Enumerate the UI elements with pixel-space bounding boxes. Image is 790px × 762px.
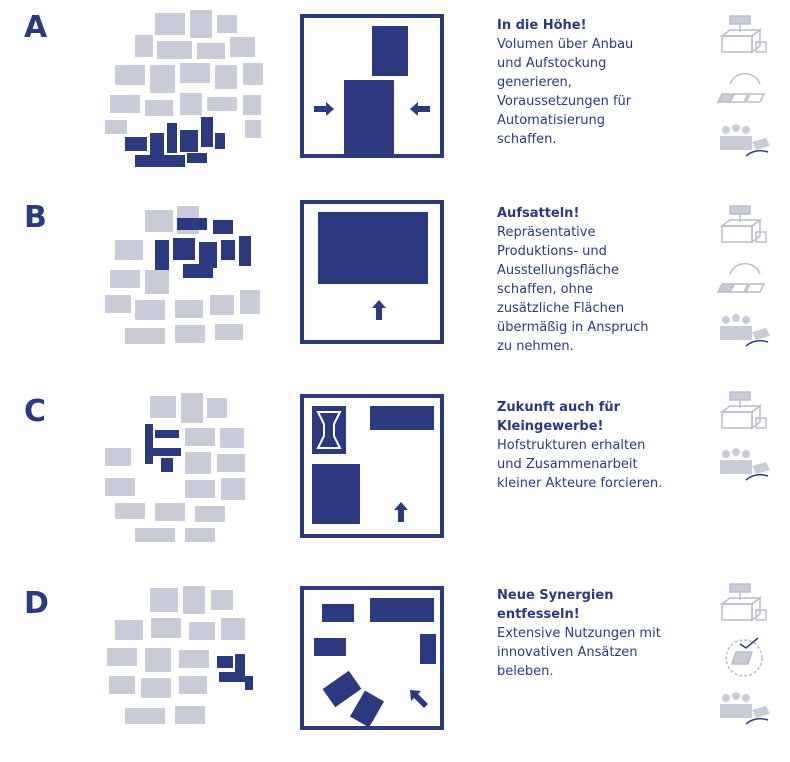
scenario-text: Aufsatteln! Repräsentative Produktions- …: [497, 204, 697, 356]
scenario-row-c: C Zukunf: [0, 380, 790, 570]
scenario-text: In die Höhe! Volumen über Anbau und Aufs…: [497, 16, 697, 149]
row-letter: B: [24, 200, 47, 235]
scenario-heading: Zukunft auch für Kleingewerbe!: [497, 400, 621, 434]
stack-building-icon: [719, 583, 767, 622]
scenario-text: Neue Synergien entfesseln! Extensive Nut…: [497, 586, 697, 681]
stack-building-icon: [719, 15, 767, 54]
saddle-diagram: [300, 200, 444, 344]
scenario-heading: Aufsatteln!: [497, 206, 580, 221]
transfer-area-icon: [716, 262, 766, 293]
site-map: [105, 10, 263, 167]
scenario-body: Hofstrukturen erhalten und Zusammenarbei…: [497, 438, 663, 491]
icon-column: [716, 390, 776, 494]
scenario-heading: In die Höhe!: [497, 18, 587, 33]
people-handover-icon: [720, 692, 770, 725]
scenario-row-d: D Ne: [0, 572, 790, 762]
stack-building-icon: [719, 391, 767, 430]
icon-column: [716, 582, 776, 738]
scenario-row-a: A I: [0, 0, 790, 190]
icon-column: [716, 14, 776, 170]
circular-area-icon: [725, 637, 763, 677]
volume-diagram: [300, 14, 444, 158]
people-handover-icon: [720, 314, 770, 347]
site-map: [105, 393, 245, 542]
synergy-diagram: [300, 586, 444, 730]
row-letter: C: [24, 394, 47, 429]
transfer-area-icon: [716, 72, 766, 103]
icon-column: [716, 204, 776, 360]
site-map: [107, 586, 253, 724]
courtyard-diagram: [300, 394, 444, 538]
people-handover-icon: [720, 448, 770, 481]
row-letter: D: [24, 586, 49, 621]
scenario-text: Zukunft auch für Kleingewerbe! Hofstrukt…: [497, 398, 697, 493]
stack-building-icon: [719, 205, 767, 244]
scenario-body: Extensive Nutzungen mit innovativen Ansä…: [497, 626, 661, 679]
scenario-row-b: B Aufsatteln! Repräsentative Produktio: [0, 190, 790, 380]
scenario-body: Repräsentative Produktions- und Ausstell…: [497, 225, 649, 354]
site-map: [105, 206, 260, 344]
people-handover-icon: [720, 124, 770, 157]
row-letter: A: [24, 10, 48, 45]
scenario-body: Volumen über Anbau und Aufstockung gener…: [497, 37, 634, 147]
scenario-heading: Neue Synergien entfesseln!: [497, 588, 614, 622]
